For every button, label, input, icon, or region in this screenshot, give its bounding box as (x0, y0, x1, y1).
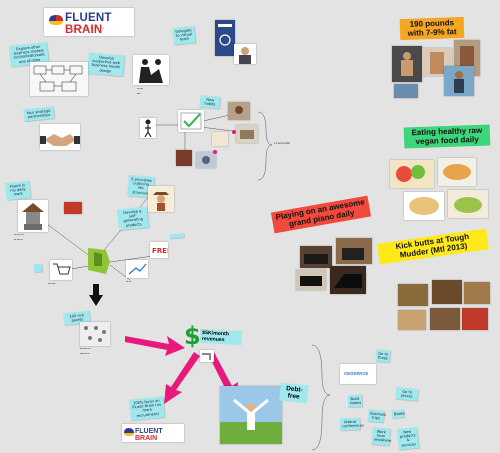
note-delegate: Delegate to virtual team (172, 25, 196, 45)
pink-arrow-icon (164, 352, 200, 404)
gym-photo (392, 46, 422, 82)
business-model-sketch (30, 62, 88, 96)
note-ceospace-3: Books (391, 409, 405, 419)
caption: ▪▪▪▪ ▪▪▪▪▪ ▪▪▪ (80, 348, 91, 350)
walking-person-icon (140, 118, 156, 138)
fluent-brain-logo-small: FLUENT BRAIN (122, 424, 184, 442)
product-logo-image (86, 244, 112, 274)
caption: ▪▪▪▪▪ ▪▪▪▪ ▪▪ (80, 353, 90, 355)
svg-text:FREE: FREE (152, 247, 168, 255)
note-ceospace-2: Business trips (367, 409, 386, 424)
handshake-silhouette-image (133, 55, 169, 85)
note-ceospace-0: Go to those (375, 349, 391, 363)
caption: ▪▪▪▪ ▪▪▪▪▪ (48, 283, 56, 285)
note-ceospace-6: New products & services (396, 427, 420, 450)
note-ceospace-5: Work from anywhere (371, 427, 391, 446)
checklist-image (178, 110, 204, 132)
mudder-photo-4 (398, 310, 426, 330)
arrows-chart-image (126, 260, 148, 278)
handshake-image (40, 124, 80, 150)
mudder-photo-6 (462, 308, 488, 330)
network-image (80, 322, 110, 346)
accomplish-label: 1.5 accomplish (274, 142, 290, 145)
note-fluent-brain-focus: 100% focus on Fluent Brain (no more recr… (129, 396, 165, 421)
pink-dot (213, 150, 217, 154)
fluent-brain-logo: FLUENT BRAIN Fluent Facilitation (44, 8, 134, 36)
dollar-sign-icon: $ (184, 322, 201, 350)
note-develop-product: Develop a self-generating products (116, 206, 150, 231)
caption: ▪▪▪▪▪ (137, 93, 141, 95)
debt-free-label: Debt-free (279, 382, 309, 404)
pink-arrow-icon (125, 336, 185, 356)
revenue-label: $5K/month revenues (199, 328, 243, 346)
note-ceospace-7: Go to places (395, 387, 419, 402)
note-small (33, 263, 43, 273)
book-cover-image (215, 20, 235, 56)
down-arrow-icon (89, 284, 103, 306)
piano-photo-2 (336, 238, 372, 264)
mudder-photo-5 (430, 308, 460, 330)
brain-icon (124, 428, 134, 436)
habit-photo-5 (212, 132, 228, 146)
brain-icon (49, 15, 63, 25)
vegan-food-3 (404, 192, 444, 220)
note-ceospace-1: Build teams (347, 394, 363, 408)
goal-weight-banner: 190 pounds with 7-9% fat (399, 16, 465, 41)
red-sign-image (64, 202, 82, 214)
note-fluent-daily: Fluent in my daily work (5, 180, 31, 200)
habit-photo-3 (176, 150, 192, 166)
piano-photo-3 (296, 270, 326, 290)
logo-wordmark: FLUENT BRAIN (65, 12, 112, 36)
piano-photo-4 (330, 266, 366, 294)
pink-dot (232, 130, 236, 134)
brace (257, 111, 273, 181)
logo-tagline: Fluent Facilitation (66, 26, 105, 30)
note-new-habits: New habits (199, 95, 221, 110)
runner-photo (444, 66, 474, 96)
mudder-photo-1 (398, 284, 428, 306)
habit-photo-4 (196, 152, 216, 168)
caption: ▪▪▪ ▪▪▪▪▪ ▪▪ (14, 239, 23, 241)
faucet-image (200, 350, 214, 362)
note-develop: Develop supportive web business model de… (87, 52, 125, 77)
mudder-photo-3 (464, 282, 490, 304)
cart-image (50, 260, 72, 280)
vegan-food-2 (438, 158, 476, 186)
goal-vegan-banner: Eating healthy raw vegan food daily (403, 124, 491, 149)
mudder-photo-2 (432, 280, 462, 304)
debt-free-image (220, 386, 282, 444)
flowchart-doodle (33, 65, 83, 92)
caption: ▪▪▪ ▪▪▪ (126, 281, 132, 283)
habit-photo-2 (236, 125, 258, 143)
piano-photo-1 (300, 246, 332, 268)
free-stamp-image: FREE (150, 242, 168, 258)
well-image (18, 200, 48, 232)
caption: ▪▪▪ ▪▪▪▪ (137, 88, 144, 90)
scale-photo (394, 84, 418, 98)
vegan-food-4 (448, 190, 488, 218)
habit-photo-1 (228, 102, 250, 120)
brace (311, 344, 331, 451)
vegan-food-1 (390, 160, 434, 188)
ceospace-logo: CEOSPACE (340, 364, 376, 384)
note-ceospace-4: Attend conferences (339, 417, 364, 431)
cowboy-image (148, 186, 174, 212)
logo-wordmark-small: FLUENT BRAIN (135, 428, 163, 442)
caption: ▪▪▪▪ ▪▪▪ ▪▪▪▪ (14, 234, 24, 236)
person-image (234, 44, 256, 64)
